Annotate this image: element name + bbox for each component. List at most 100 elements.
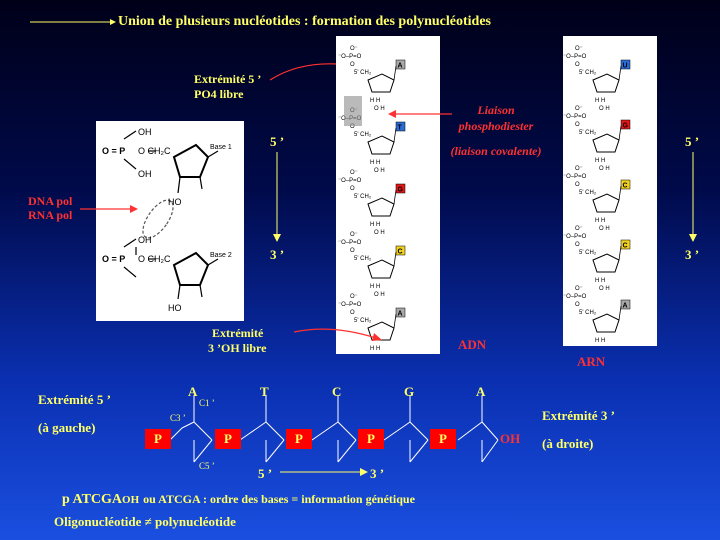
pol-arrow [80, 205, 138, 213]
struct-mid-ho: HO [168, 197, 182, 207]
bottom-base-1: A [188, 384, 198, 399]
left-structure-panel: OH O = P O CH₂C Base 1 OH HO OH O = P O … [96, 121, 244, 321]
polynucleotide-backbone [169, 395, 499, 476]
left-structure-svg: OH O = P O CH₂C Base 1 OH HO OH O = P O … [102, 127, 232, 313]
svg-text:O⁻: O⁻ [350, 294, 358, 300]
base-box [620, 299, 631, 310]
arn-structure-svg: O⁻ ⁻O–P=O O 5' CH₂ H H O H U O⁻ ⁻O–P=O O 5' CH₂ H H… [563, 46, 631, 352]
svg-text:⁻O–P=O: ⁻O–P=O [338, 240, 362, 246]
svg-text:O: O [350, 248, 355, 254]
svg-text:⁻O–P=O: ⁻O–P=O [563, 174, 587, 180]
struct-bot-base: Base 2 [210, 252, 232, 259]
svg-text:H H: H H [595, 278, 605, 284]
svg-text:O⁻: O⁻ [350, 232, 358, 238]
svg-text:⁻O–P=O: ⁻O–P=O [563, 234, 587, 240]
svg-text:O H: O H [599, 226, 610, 232]
svg-text:O⁻: O⁻ [575, 106, 583, 112]
extremite5-label-1: Extrémité 5 ’ [194, 72, 262, 86]
base-box [395, 307, 406, 318]
arn-label: ARN [577, 354, 606, 369]
svg-text:⁻O–P=O: ⁻O–P=O [563, 294, 587, 300]
svg-text:O: O [575, 242, 580, 248]
bottom-dir-5: 5 ’ [258, 466, 273, 481]
liaison-label-3: (liaison covalente) [450, 144, 542, 158]
svg-text:O: O [350, 186, 355, 192]
svg-text:⁻O–P=O: ⁻O–P=O [563, 114, 587, 120]
svg-text:O H: O H [599, 106, 610, 112]
svg-text:O H: O H [374, 106, 385, 112]
base-box [620, 239, 631, 250]
bottom-ext5-line1: Extrémité 5 ’ [38, 392, 111, 407]
svg-text:O: O [350, 62, 355, 68]
base-box [620, 119, 631, 130]
svg-text:5' CH₂: 5' CH₂ [579, 310, 597, 316]
extremite3-label-1: Extrémité [212, 326, 264, 340]
svg-text:⁻O–P=O: ⁻O–P=O [563, 54, 587, 60]
rna-pol-label: RNA pol [28, 208, 73, 222]
bottom-base-5: A [476, 384, 486, 399]
extremite3-arrow [293, 328, 382, 341]
svg-text:H H: H H [595, 98, 605, 104]
sequence-line: p ATCGAOH ou ATCGA : ordre des bases = i… [62, 490, 415, 508]
svg-text:H H: H H [595, 338, 605, 344]
liaison-label-1: Liaison [477, 103, 515, 117]
svg-text:O H: O H [599, 286, 610, 292]
svg-text:H H: H H [370, 98, 380, 104]
svg-text:O H: O H [374, 292, 385, 298]
phosphate-box-5: P [430, 429, 456, 449]
bottom-base-2: T [260, 384, 269, 399]
nucleotide-unit: O⁻ ⁻O–P=O O 5' CH₂ H H O H U [563, 46, 631, 112]
extremite3-label-2: 3 ’OH libre [208, 341, 267, 355]
svg-text:5' CH₂: 5' CH₂ [354, 70, 372, 76]
svg-text:O⁻: O⁻ [575, 226, 583, 232]
oh-end-label: OH [500, 431, 521, 446]
adn-label: ADN [458, 337, 487, 352]
base-letter: A [398, 311, 403, 318]
right-direction-arrow [689, 152, 697, 242]
svg-text:O⁻: O⁻ [350, 46, 358, 52]
phosphate-box-4: P [358, 429, 384, 449]
base-letter: C [623, 243, 628, 250]
oligo-line: Oligonucléotide ≠ polynucléotide [54, 514, 236, 529]
svg-text:H H: H H [370, 222, 380, 228]
svg-text:5' CH₂: 5' CH₂ [579, 70, 597, 76]
svg-text:O⁻: O⁻ [575, 286, 583, 292]
svg-text:H H: H H [370, 284, 380, 290]
svg-text:O: O [350, 124, 355, 130]
struct-top-oh2: OH [138, 169, 152, 179]
base-letter: U [623, 63, 628, 70]
svg-text:⁻O–P=O: ⁻O–P=O [338, 302, 362, 308]
struct-bot-och2c: O CH₂C [138, 254, 171, 264]
mid-5-label: 5 ’ [270, 134, 285, 149]
svg-text:O: O [575, 122, 580, 128]
base-letter: C [623, 183, 628, 190]
sequence-p-atcga: p ATCGA [62, 492, 123, 507]
svg-text:O⁻: O⁻ [350, 170, 358, 176]
page-title: Union de plusieurs nucléotides : formati… [118, 14, 491, 29]
svg-text:5' CH₂: 5' CH₂ [354, 132, 372, 138]
svg-text:H H: H H [370, 346, 380, 352]
bottom-ext3-line1: Extrémité 3 ’ [542, 408, 615, 423]
bottom-dir-3: 3 ’ [370, 466, 385, 481]
phosphate-box-3: P [286, 429, 312, 449]
struct-bot-p: O = P [102, 254, 125, 264]
svg-text:H H: H H [595, 158, 605, 164]
c5-label: C5 ’ [199, 461, 215, 471]
bottom-ext5-line2: (à gauche) [38, 420, 96, 435]
svg-text:⁻O–P=O: ⁻O–P=O [338, 178, 362, 184]
struct-bot-oh: OH [138, 235, 152, 245]
svg-text:O H: O H [374, 230, 385, 236]
svg-text:5' CH₂: 5' CH₂ [579, 130, 597, 136]
svg-text:5' CH₂: 5' CH₂ [354, 256, 372, 262]
base-letter: A [623, 303, 628, 310]
base-box [620, 59, 631, 70]
svg-text:O: O [575, 62, 580, 68]
bottom-base-4: G [404, 384, 415, 399]
struct-top-oh: OH [138, 127, 152, 137]
